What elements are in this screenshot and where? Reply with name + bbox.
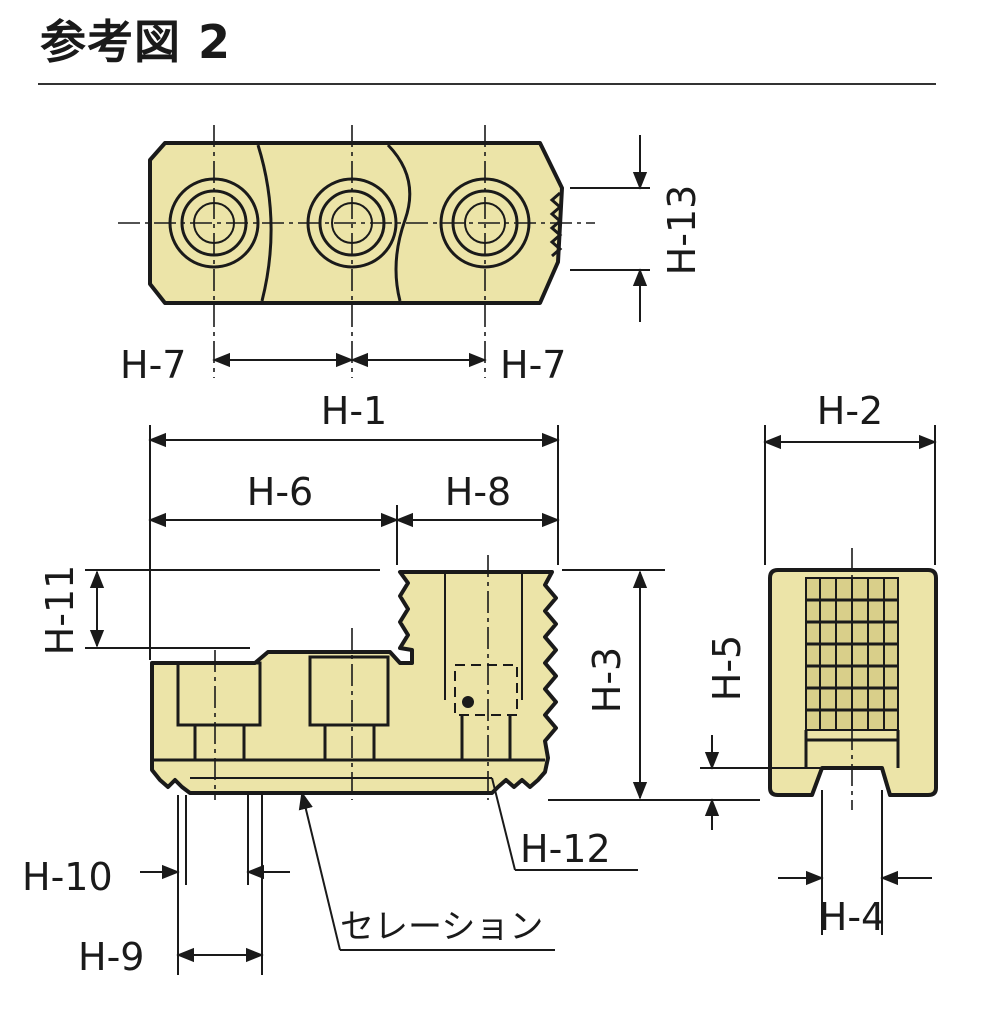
leader-line: [491, 777, 516, 871]
title-divider: [38, 83, 936, 85]
front-view: H-1 H-6 H-8 H-11: [22, 389, 760, 979]
dim-label-h3: H-3: [585, 647, 629, 713]
serration-label: セレーション: [340, 907, 543, 947]
dim-label-h1: H-1: [321, 389, 387, 433]
dim-label-h2: H-2: [817, 389, 883, 433]
dim-label-h12: H-12: [520, 827, 611, 871]
dim-label-h9: H-9: [78, 935, 144, 979]
dim-label-h7-right: H-7: [500, 343, 566, 387]
dim-label-h11: H-11: [38, 565, 82, 656]
dim-label-h4: H-4: [819, 895, 885, 939]
serration-teeth: [549, 191, 563, 258]
counterbore: [308, 655, 390, 727]
dim-label-h13: H-13: [660, 185, 704, 276]
side-view: H-2 H-5 H-4: [700, 389, 938, 939]
counterbore: [176, 661, 262, 727]
leader-line: [298, 791, 341, 951]
dim-label-h6: H-6: [247, 470, 313, 514]
dim-label-h7-left: H-7: [120, 343, 186, 387]
dim-label-h10: H-10: [22, 855, 113, 899]
figure-title: 参考図 2: [40, 15, 232, 69]
pin-icon: [462, 696, 474, 708]
dim-label-h5: H-5: [705, 635, 749, 701]
dim-label-h8: H-8: [445, 470, 511, 514]
top-view: H-7 H-7 H-13: [118, 125, 704, 387]
jaw-body: [150, 570, 558, 795]
hidden-feature: [454, 664, 518, 716]
section-break: [386, 143, 412, 302]
